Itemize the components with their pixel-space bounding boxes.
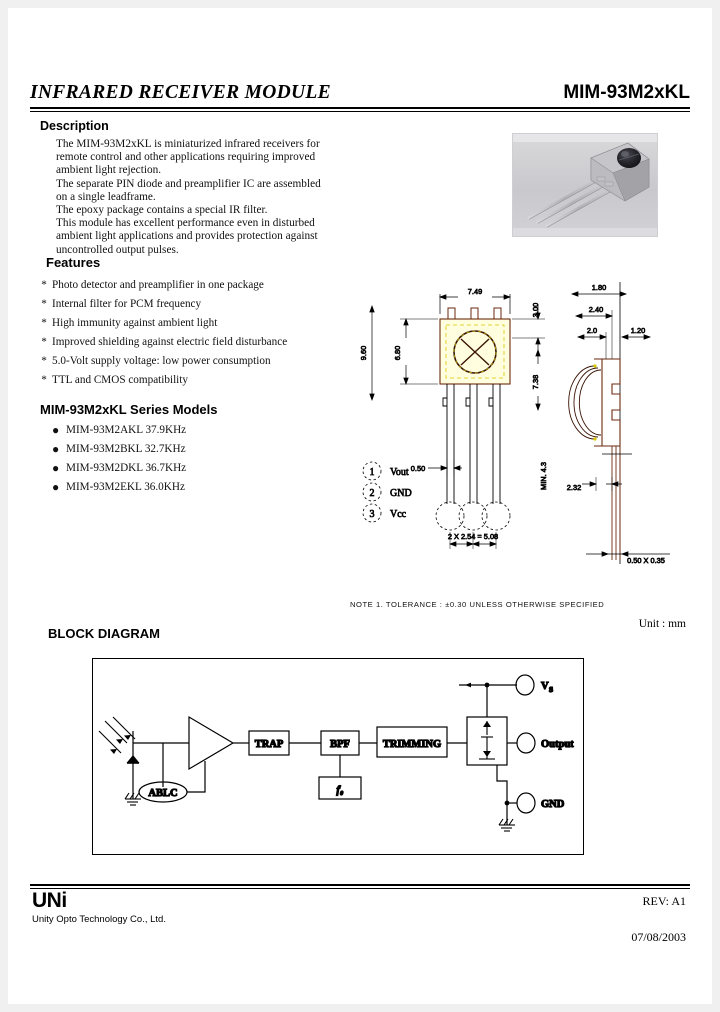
dim-front-width: 7.49 <box>468 287 482 296</box>
asterisk-bullet-icon: * <box>41 317 47 329</box>
model-item: ● MIM-93M2EKL 36.0KHz <box>52 478 690 497</box>
feature-item: * Internal filter for PCM frequency <box>36 295 690 314</box>
features-section: Features * Photo detector and preamplifi… <box>30 255 690 390</box>
disc-bullet-icon: ● <box>52 442 60 456</box>
date-label: 07/08/2003 <box>631 930 686 944</box>
feature-item: * 5.0-Volt supply voltage: low power con… <box>36 352 690 371</box>
description-line: ambient light rejection. <box>56 164 162 177</box>
asterisk-bullet-icon: * <box>41 298 47 310</box>
feature-label: Internal filter for PCM frequency <box>52 298 202 310</box>
model-item: ● MIM-93M2DKL 36.7KHz <box>52 459 690 478</box>
block-label-ablc: ABLC <box>148 788 177 799</box>
terminal-label-gnd: GND <box>541 799 565 810</box>
description-line: The epoxy package contains a special IR … <box>56 204 268 217</box>
asterisk-bullet-icon: * <box>41 374 47 386</box>
block-label-f0: f₀ <box>336 785 343 796</box>
part-number: MIM-93M2xKL <box>563 82 690 103</box>
terminal-label-vs: V <box>541 681 549 692</box>
feature-label: Improved shielding against electric fiel… <box>52 336 288 348</box>
disc-bullet-icon: ● <box>52 461 60 475</box>
disc-bullet-icon: ● <box>52 423 60 437</box>
feature-label: High immunity against ambient light <box>52 317 218 329</box>
header-divider <box>30 107 690 112</box>
description-line: This module has excellent performance ev… <box>56 217 315 230</box>
block-label-trimming: TRIMMING <box>383 739 441 750</box>
page-header: INFRARED RECEIVER MODULE MIM-93M2xKL <box>30 78 690 104</box>
datasheet-page: INFRARED RECEIVER MODULE MIM-93M2xKL Des… <box>8 8 712 1004</box>
page-title: INFRARED RECEIVER MODULE <box>30 82 331 103</box>
model-label: MIM-93M2AKL 37.9KHz <box>66 424 187 436</box>
dim-lens-to-top: 3.00 <box>531 303 540 317</box>
series-models-list: ● MIM-93M2AKL 37.9KHz ● MIM-93M2BKL 32.7… <box>30 421 690 497</box>
model-label: MIM-93M2BKL 32.7KHz <box>66 443 186 455</box>
asterisk-bullet-icon: * <box>41 355 47 367</box>
description-section: Description The MIM-93M2xKL is miniaturi… <box>30 119 690 256</box>
block-label-bpf: BPF <box>330 739 350 750</box>
dim-side-body: 2.32 <box>567 483 581 492</box>
pin-label-vout: Vout <box>390 467 409 478</box>
description-line: on a single leadframe. <box>56 190 156 203</box>
model-label: MIM-93M2DKL 36.7KHz <box>66 462 187 474</box>
pin-number-2: 2 <box>370 488 375 499</box>
company-name: Unity Opto Technology Co., Ltd. <box>32 914 166 925</box>
description-heading: Description <box>40 119 109 133</box>
pin-number-3: 3 <box>370 509 375 520</box>
revision-label: REV: A1 <box>642 894 686 908</box>
dim-side-fourth: 1.20 <box>631 326 645 335</box>
asterisk-bullet-icon: * <box>41 279 47 291</box>
asterisk-bullet-icon: * <box>41 336 47 348</box>
dim-lead-min-length: MIN. 4.3 <box>539 462 548 490</box>
series-models-heading: MIM-93M2xKL Series Models <box>40 402 218 417</box>
company-logo: UNi <box>32 889 67 912</box>
product-photo <box>512 133 658 237</box>
dim-side-third: 2.0 <box>587 326 597 335</box>
feature-item: * High immunity against ambient light <box>36 314 690 333</box>
model-label: MIM-93M2EKL 36.0KHz <box>66 481 185 493</box>
series-models-section: MIM-93M2xKL Series Models ● MIM-93M2AKL … <box>30 402 690 497</box>
description-line: uncontrolled output pulses. <box>56 243 179 256</box>
features-list: * Photo detector and preamplifier in one… <box>36 276 690 390</box>
feature-item: * Improved shielding against electric fi… <box>36 333 690 352</box>
description-body: The MIM-93M2xKL is miniaturized infrared… <box>56 138 356 257</box>
terminal-label-output: Output <box>541 739 574 750</box>
features-heading: Features <box>46 255 101 270</box>
feature-item: * TTL and CMOS compatibility <box>36 371 690 390</box>
dim-lead-width: 0.50 <box>411 464 425 473</box>
datasheet-content: INFRARED RECEIVER MODULE MIM-93M2xKL Des… <box>30 78 690 968</box>
dim-side-second: 2.40 <box>589 305 603 314</box>
description-line: The separate PIN diode and preamplifier … <box>56 177 321 190</box>
dim-side-top: 1.80 <box>592 283 606 292</box>
feature-item: * Photo detector and preamplifier in one… <box>36 276 690 295</box>
terminal-label-vs-sub: s <box>549 684 553 695</box>
dim-lead-pitch: 2 X 2.54 = 5.08 <box>448 532 498 541</box>
block-label-trap: TRAP <box>255 739 284 750</box>
block-diagram-canvas: ABLC TRAP BPF f₀ <box>92 658 584 855</box>
unit-label: Unit : mm <box>638 618 686 630</box>
footer-divider <box>30 884 690 889</box>
feature-label: TTL and CMOS compatibility <box>52 374 188 386</box>
description-line: remote control and other applications re… <box>56 151 316 164</box>
pin-number-1: 1 <box>370 467 375 478</box>
block-diagram-heading: BLOCK DIAGRAM <box>48 626 160 641</box>
dim-front-total-height: 9.60 <box>359 346 368 360</box>
description-line: The MIM-93M2xKL is miniaturized infrared… <box>56 138 320 150</box>
dim-front-body-height: 6.80 <box>393 346 402 360</box>
model-item: ● MIM-93M2AKL 37.9KHz <box>52 421 690 440</box>
model-item: ● MIM-93M2BKL 32.7KHz <box>52 440 690 459</box>
description-line: ambient light applications and provides … <box>56 230 318 243</box>
pin-label-gnd: GND <box>390 488 412 499</box>
disc-bullet-icon: ● <box>52 480 60 494</box>
pin-label-vcc: Vcc <box>390 509 407 520</box>
feature-label: Photo detector and preamplifier in one p… <box>52 279 264 291</box>
mechanical-drawing: 7.49 9.60 6.80 <box>350 264 690 644</box>
dim-side-lead: 0.50 X 0.35 <box>627 556 665 565</box>
tolerance-note: NOTE 1. TOLERANCE : ±0.30 UNLESS OTHERWI… <box>350 600 605 609</box>
dim-lens-center-height: 7.38 <box>531 375 540 389</box>
feature-label: 5.0-Volt supply voltage: low power consu… <box>52 355 271 367</box>
